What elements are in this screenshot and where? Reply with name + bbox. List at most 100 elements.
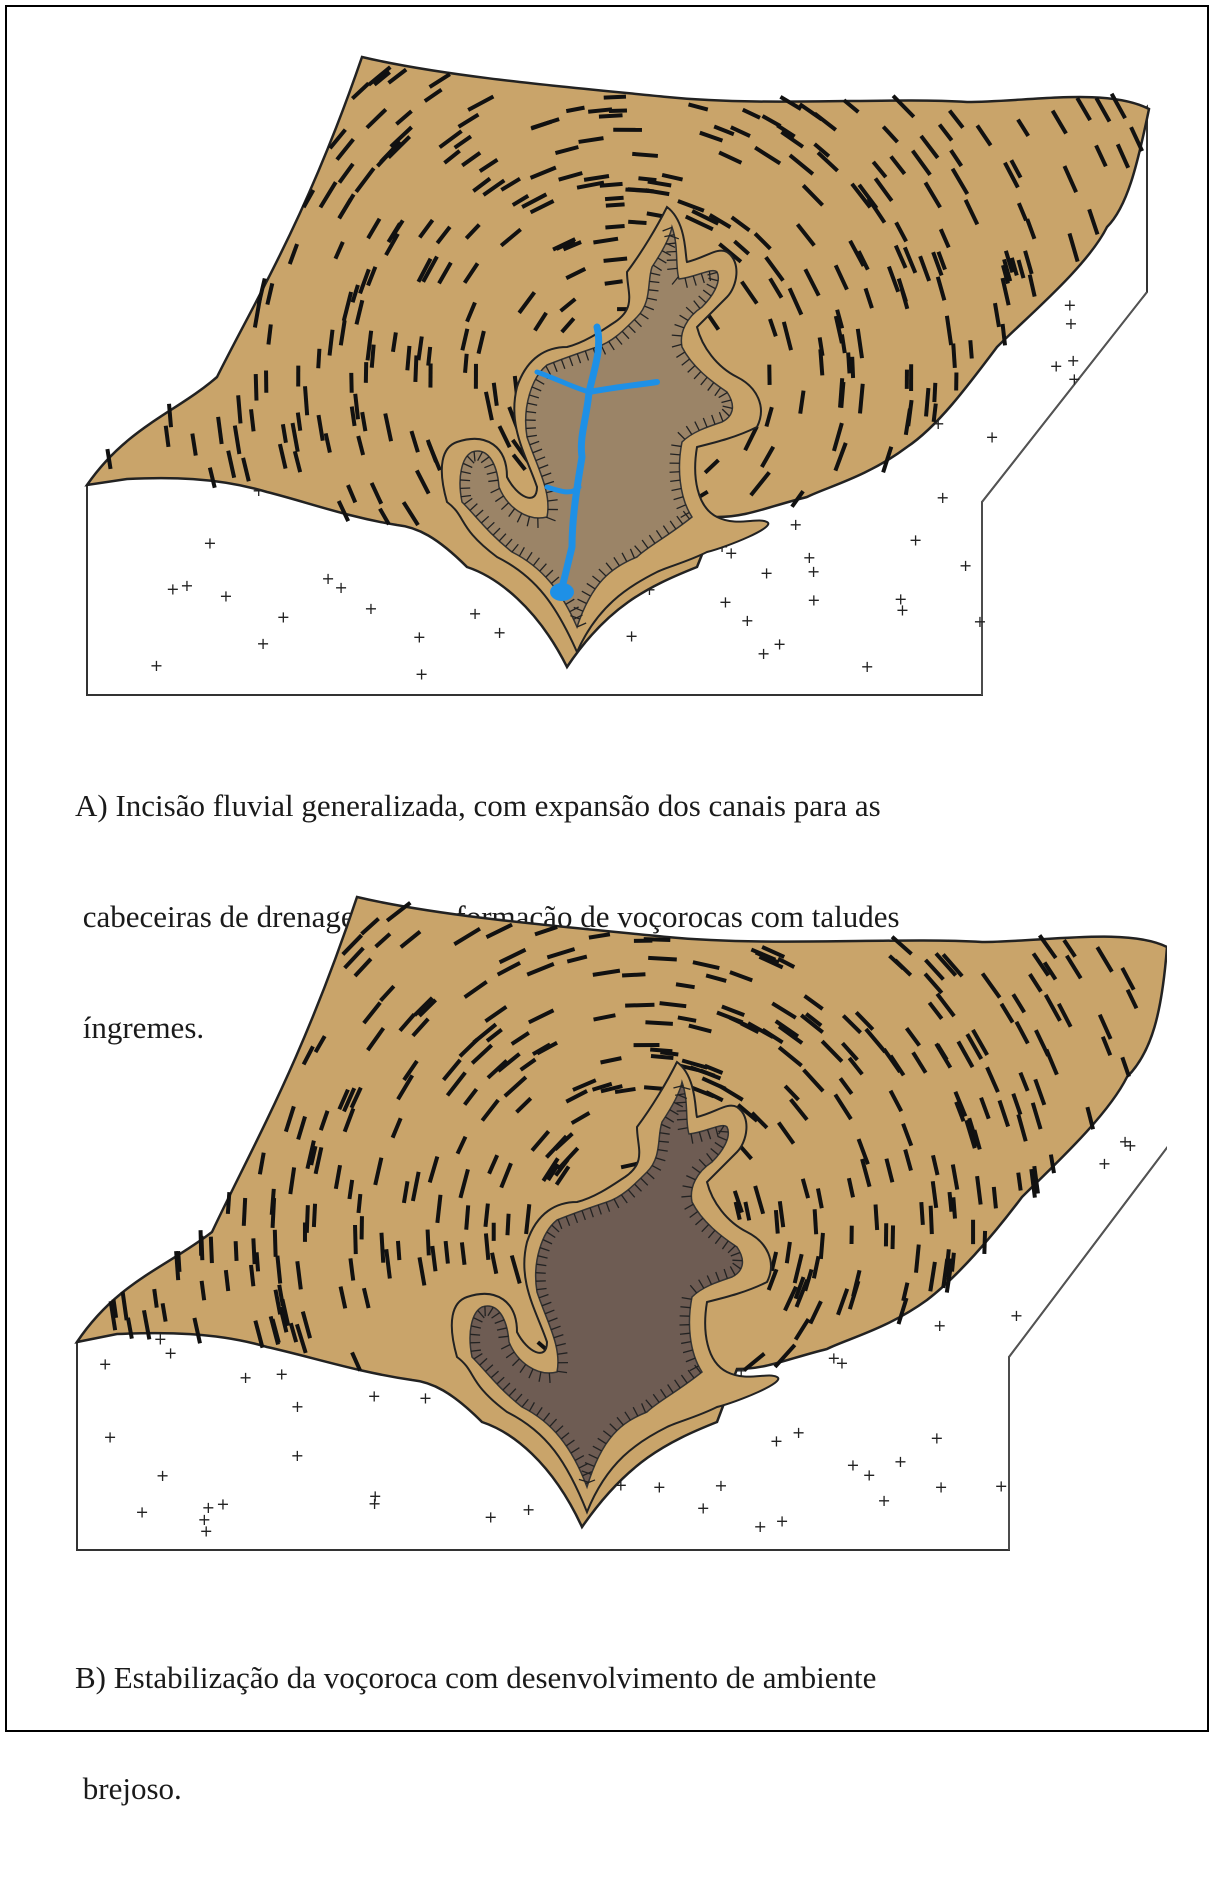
soil-dash (934, 383, 935, 402)
rock-cross: + (846, 1455, 859, 1474)
rock-cross: + (860, 657, 873, 676)
soil-dash (605, 198, 624, 199)
rock-cross: + (760, 563, 773, 582)
rock-cross: + (216, 1494, 229, 1513)
soil-dash (407, 346, 409, 370)
soil-dash (166, 426, 169, 447)
rock-cross: + (1050, 356, 1063, 375)
rock-cross: + (166, 580, 179, 599)
rock-cross: + (180, 576, 193, 595)
channel-outlet (550, 583, 574, 601)
soil-dash (275, 1230, 276, 1257)
rock-cross: + (415, 665, 428, 684)
rock-cross: + (364, 599, 377, 618)
rock-cross: + (803, 548, 816, 567)
scarp-hatch (732, 1260, 742, 1261)
rock-cross: + (757, 644, 770, 663)
rock-cross: + (807, 591, 820, 610)
rock-cross: + (1064, 314, 1077, 333)
soil-dash (446, 1241, 448, 1263)
rock-cross: + (156, 1466, 169, 1485)
rock-cross: + (696, 1499, 709, 1518)
rock-cross: + (419, 1388, 432, 1407)
rock-cross: + (863, 1465, 876, 1484)
soil-dash (314, 1204, 315, 1227)
rock-cross: + (985, 428, 998, 447)
scarp-hatch (549, 1373, 550, 1383)
soil-dash (355, 394, 358, 419)
soil-dash (650, 1050, 672, 1052)
caption-a-line: A) Incisão fluvial generalizada, com exp… (75, 787, 900, 824)
soil-dash (934, 404, 936, 422)
soil-dash (465, 354, 467, 373)
rock-cross: + (827, 1349, 840, 1368)
scarp-hatch (672, 335, 682, 336)
rock-cross: + (877, 1491, 890, 1510)
rock-cross: + (291, 1397, 304, 1416)
scarp-hatch (460, 480, 470, 481)
rock-cross: + (239, 1368, 252, 1387)
soil-dash (953, 1197, 955, 1218)
soil-dash (852, 357, 853, 378)
scarp-hatch (670, 454, 680, 455)
rock-cross: + (1068, 370, 1081, 389)
rock-cross: + (1063, 296, 1076, 315)
rock-cross: + (135, 1502, 148, 1521)
rock-cross: + (714, 1476, 727, 1495)
rock-cross: + (493, 623, 506, 642)
rock-cross: + (199, 1521, 212, 1540)
soil-dash (840, 378, 842, 407)
figure-frame: ++++++++++++++++++++++++++++++++++++++++… (5, 5, 1209, 1732)
soil-dash (588, 109, 612, 111)
soil-dash (931, 1206, 932, 1234)
rock-cross: + (894, 1452, 907, 1471)
rock-cross: + (1118, 1132, 1131, 1151)
soil-dash (244, 1198, 245, 1226)
soil-dash (236, 1241, 237, 1261)
soil-dash (398, 1241, 399, 1260)
rock-cross: + (973, 612, 986, 631)
soil-dash (926, 388, 928, 416)
soil-dash (358, 1194, 360, 1213)
caption-b-line: brejoso. (75, 1770, 876, 1807)
soil-dash (277, 1256, 280, 1284)
soil-dash (625, 1005, 654, 1006)
rock-cross: + (1067, 351, 1080, 370)
soil-dash (318, 349, 319, 368)
rock-cross: + (770, 1431, 783, 1450)
block-diagram-b: ++++++++++++++++++++++++++++++++++++++++… (67, 882, 1167, 1582)
block-diagram-a: ++++++++++++++++++++++++++++++++++++++++… (67, 47, 1157, 707)
rock-cross: + (719, 593, 732, 612)
soil-dash (921, 1202, 923, 1225)
soil-dash (599, 115, 623, 116)
soil-dash (154, 1289, 157, 1308)
rock-cross: + (99, 1354, 112, 1373)
soil-dash (350, 1258, 353, 1280)
caption-b: B) Estabilização da voçoroca com desenvo… (75, 1585, 876, 1881)
soil-dash (638, 178, 656, 180)
rock-cross: + (995, 1477, 1008, 1496)
soil-dash (307, 1205, 308, 1233)
soil-dash (372, 345, 374, 368)
rock-cross: + (936, 488, 949, 507)
scarp-hatch (526, 428, 536, 429)
soil-dash (632, 154, 658, 156)
rock-cross: + (625, 627, 638, 646)
soil-dash (604, 259, 628, 261)
rock-cross: + (775, 1511, 788, 1530)
rock-cross: + (321, 569, 334, 588)
soil-dash (176, 1251, 178, 1280)
soil-dash (776, 1210, 778, 1233)
scarp-hatch (676, 1102, 686, 1103)
rock-cross: + (741, 611, 754, 630)
rock-cross: + (933, 1316, 946, 1335)
soil-dash (355, 1225, 356, 1254)
rock-cross: + (792, 1423, 805, 1442)
soil-dash (876, 1204, 878, 1230)
scarp-hatch (677, 1119, 687, 1120)
soil-dash (605, 226, 624, 228)
scarp-hatch (718, 1131, 728, 1132)
soil-dash (428, 347, 430, 366)
rock-cross: + (653, 1478, 666, 1497)
soil-dash (848, 353, 849, 374)
